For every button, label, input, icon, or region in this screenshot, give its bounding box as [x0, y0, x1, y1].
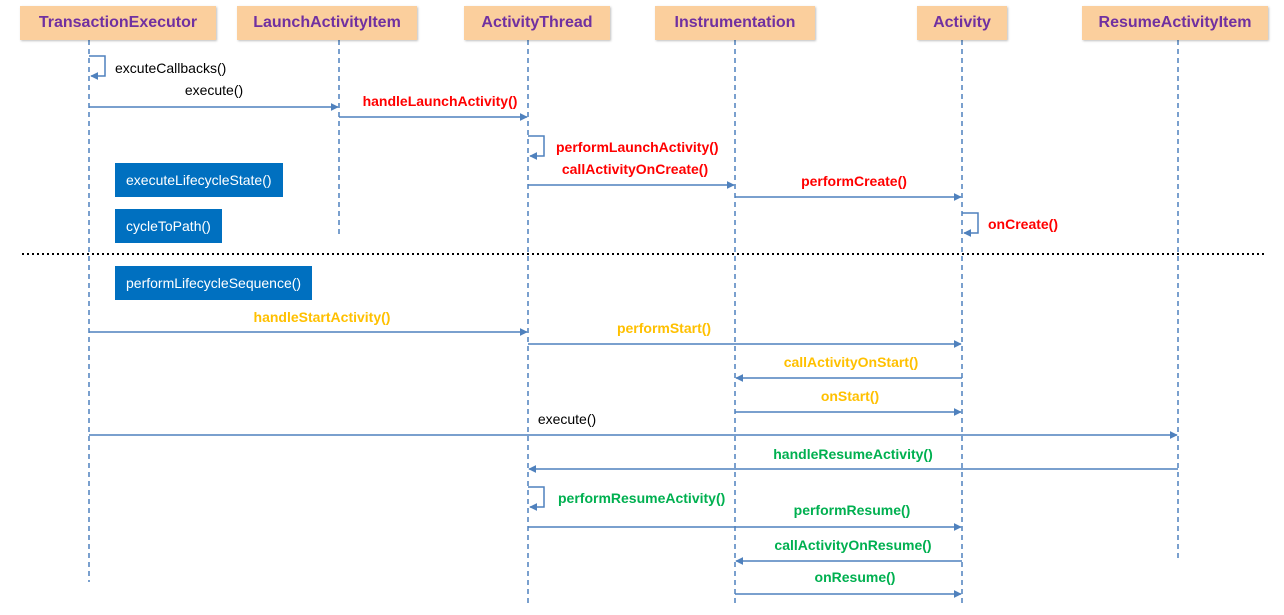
self-call-arrow-on-create [962, 212, 979, 237]
self-call-arrow-perform-resume-activity [528, 486, 545, 511]
note-execute-lifecycle-state: executeLifecycleState() [115, 163, 283, 197]
actor-transaction-executor: TransactionExecutor [20, 6, 216, 40]
message-label-on-resume: onResume() [815, 569, 896, 585]
self-call-arrow-excute-callbacks [89, 55, 106, 80]
note-cycle-to-path: cycleToPath() [115, 209, 222, 243]
message-label-on-create: onCreate() [988, 216, 1058, 232]
note-perform-lifecycle-sequence: performLifecycleSequence() [115, 266, 313, 300]
message-label-call-activity-on-create: callActivityOnCreate() [562, 161, 708, 177]
actor-instrumentation: Instrumentation [655, 6, 815, 40]
messages: excuteCallbacks() execute() handleLaunchAc… [89, 55, 1178, 598]
message-label-call-activity-on-resume: callActivityOnResume() [774, 537, 931, 553]
message-label-perform-resume: performResume() [794, 502, 911, 518]
message-label-excute-callbacks: excuteCallbacks() [115, 60, 226, 76]
message-label-execute: execute() [538, 411, 596, 427]
message-label-handle-launch-activity: handleLaunchActivity() [363, 93, 518, 109]
message-label-call-activity-on-start: callActivityOnStart() [784, 354, 919, 370]
actor-activity-thread: ActivityThread [464, 6, 610, 40]
message-label-perform-resume-activity: performResumeActivity() [558, 490, 725, 506]
message-label-execute: execute() [185, 82, 243, 98]
actor-launch-activity-item: LaunchActivityItem [237, 6, 417, 40]
message-label-perform-launch-activity: performLaunchActivity() [556, 139, 719, 155]
message-label-on-start: onStart() [821, 388, 879, 404]
message-label-perform-create: performCreate() [801, 173, 907, 189]
self-call-arrow-perform-launch-activity [528, 135, 545, 160]
message-label-handle-resume-activity: handleResumeActivity() [773, 446, 932, 462]
message-label-perform-start: performStart() [617, 320, 711, 336]
message-label-handle-start-activity: handleStartActivity() [254, 309, 391, 325]
actor-activity: Activity [917, 6, 1007, 40]
lifelines [88, 40, 1179, 605]
actor-resume-activity-item: ResumeActivityItem [1082, 6, 1268, 40]
